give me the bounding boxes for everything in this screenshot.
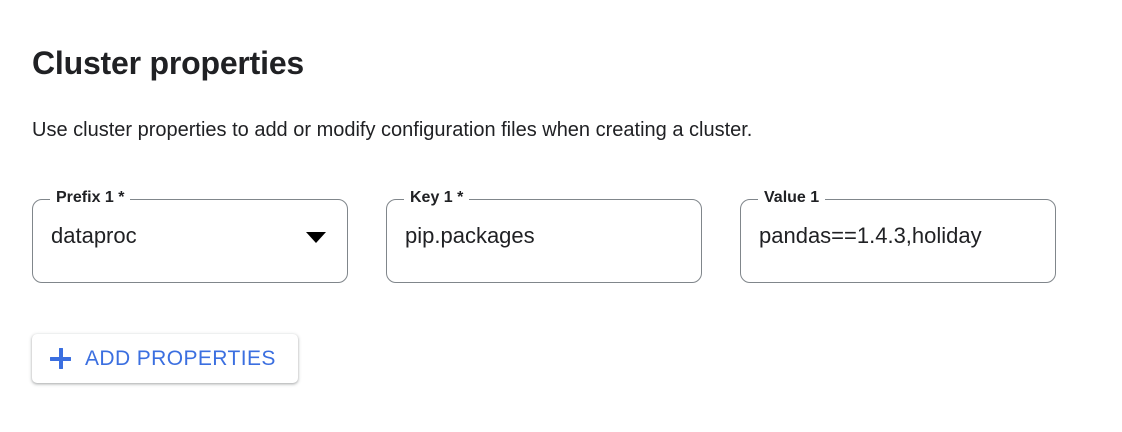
page-description: Use cluster properties to add or modify …	[32, 119, 753, 141]
prefix-1-value[interactable]: dataproc	[51, 223, 137, 248]
value-1-field[interactable]: Value 1 pandas==1.4.3,holiday	[740, 188, 1056, 283]
value-1-label: Value 1	[758, 188, 826, 208]
key-1-value[interactable]: pip.packages	[405, 223, 535, 248]
key-1-label: Key 1 *	[404, 188, 470, 208]
plus-icon	[50, 348, 71, 369]
add-properties-button[interactable]: ADD PROPERTIES	[32, 334, 298, 383]
key-1-field[interactable]: Key 1 * pip.packages	[386, 188, 702, 283]
add-properties-label: ADD PROPERTIES	[85, 346, 276, 370]
prefix-1-field[interactable]: Prefix 1 * dataproc	[32, 188, 348, 283]
value-1-value[interactable]: pandas==1.4.3,holiday	[759, 223, 982, 248]
page-title: Cluster properties	[32, 45, 305, 82]
properties-field-row: Prefix 1 * dataproc Key 1 * pip.packages…	[32, 188, 1056, 283]
prefix-1-label: Prefix 1 *	[50, 188, 131, 208]
chevron-down-icon[interactable]	[306, 232, 326, 243]
